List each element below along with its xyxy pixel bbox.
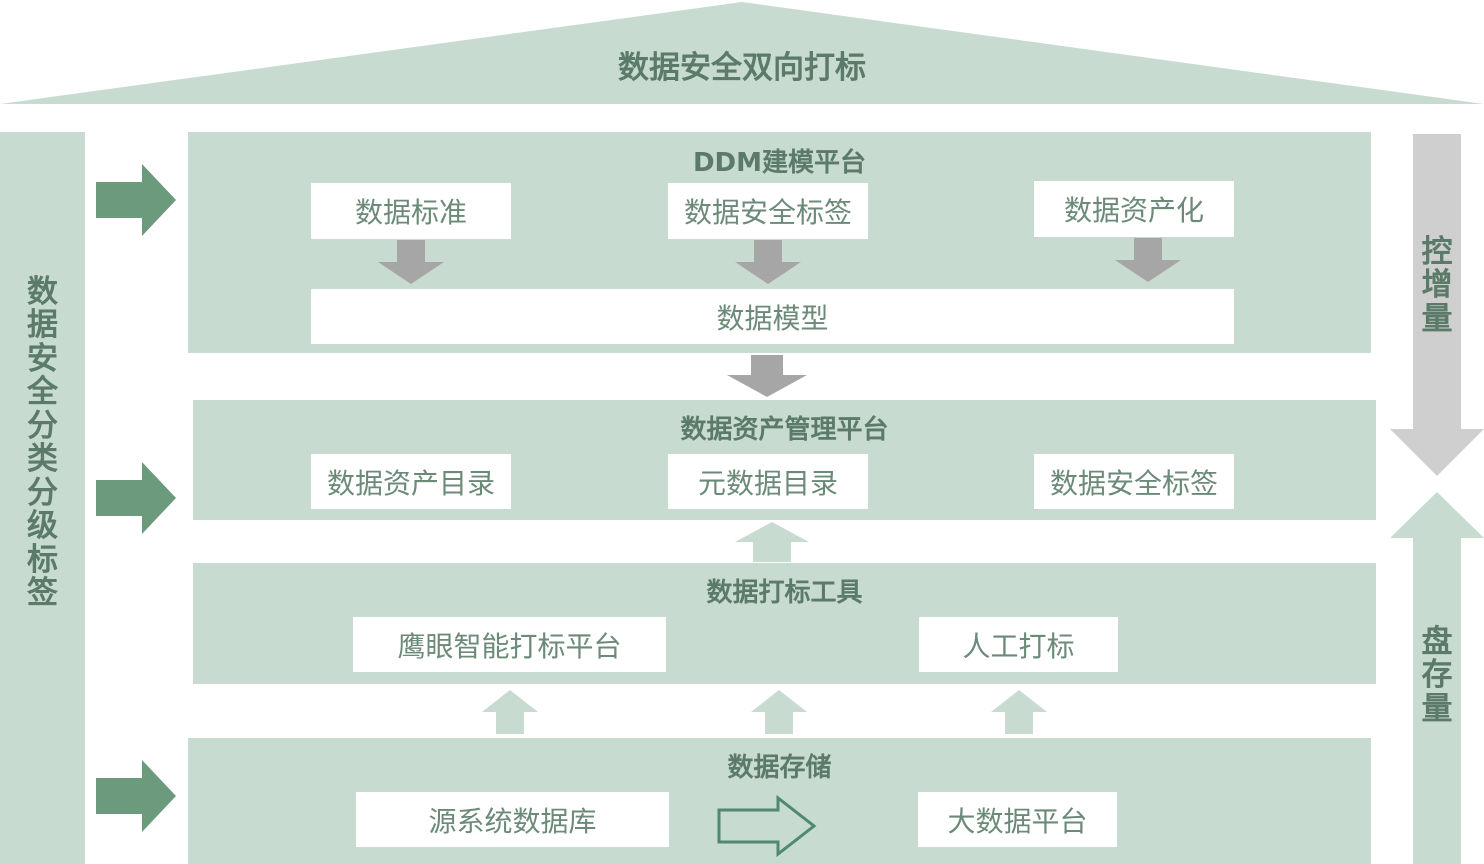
storage-title: 数据存储 — [727, 753, 832, 783]
inventory-stock-label: 盘 存 量 — [1421, 624, 1453, 727]
up-arrow-icon — [751, 690, 807, 734]
right-arrow-icon — [96, 462, 176, 534]
up-arrow-icon — [735, 522, 809, 562]
outline-right-arrow-icon — [717, 794, 817, 858]
ddm-item-security-label: 数据安全标签 — [668, 183, 868, 239]
left-pillar-label: 数 据 安 全 分 类 分 级 标 签 — [27, 274, 58, 612]
roof-shape — [0, 2, 1484, 104]
ddm-data-model: 数据模型 — [311, 289, 1234, 344]
storage-item-source-db: 源系统数据库 — [356, 792, 669, 847]
ddm-title: DDM建模平台 — [692, 148, 867, 178]
ddm-item-assetization: 数据资产化 — [1034, 181, 1234, 237]
down-arrow-icon — [1115, 238, 1181, 282]
tagging-title: 数据打标工具 — [706, 578, 863, 608]
up-arrow-icon — [482, 690, 538, 734]
asset-item-metadata: 元数据目录 — [668, 454, 868, 509]
roof-title: 数据安全双向打标 — [618, 50, 866, 86]
asset-item-security-label: 数据安全标签 — [1034, 454, 1234, 509]
down-arrow-icon — [735, 240, 801, 284]
storage-item-big-data: 大数据平台 — [918, 792, 1117, 847]
ddm-item-data-standard: 数据标准 — [311, 183, 511, 239]
down-arrow-icon — [727, 355, 807, 397]
right-arrow-icon — [96, 164, 176, 236]
control-increment-label: 控 增 量 — [1421, 234, 1453, 337]
down-arrow-icon — [378, 240, 444, 284]
tagging-item-manual: 人工打标 — [919, 617, 1118, 672]
asset-title: 数据资产管理平台 — [680, 415, 889, 445]
up-arrow-icon — [1390, 492, 1484, 864]
down-arrow-icon — [1390, 134, 1484, 476]
tagging-item-eagle-eye: 鹰眼智能打标平台 — [353, 617, 666, 672]
asset-item-catalog: 数据资产目录 — [311, 454, 511, 509]
up-arrow-icon — [991, 690, 1047, 734]
left-pillar — [0, 132, 85, 864]
right-arrow-icon — [96, 760, 176, 832]
